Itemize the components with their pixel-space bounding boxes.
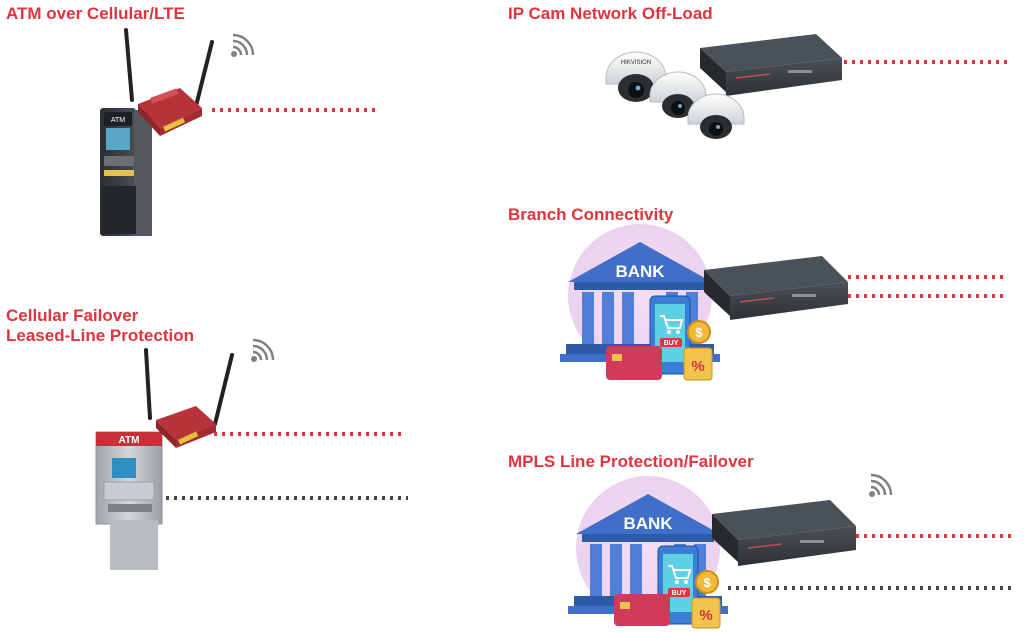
discount-tag-2: [691, 597, 721, 629]
dome-camera-2: [649, 71, 707, 118]
title-ip-cam-offload: IP Cam Network Off-Load: [508, 4, 713, 23]
title-line-2: Leased-Line Protection: [6, 326, 194, 345]
shopping-cart-icon: [668, 565, 692, 584]
bank-sign: BANK: [615, 262, 665, 281]
antenna-left: [124, 28, 134, 102]
title-line-1: Cellular Failover: [6, 306, 139, 325]
antenna-right: [194, 40, 214, 108]
credit-card-2: [614, 594, 670, 626]
discount-tag-1: [683, 347, 713, 381]
title-branch-connectivity: Branch Connectivity: [508, 205, 674, 224]
wifi-signal-icon: [869, 473, 893, 497]
percent-sign: %: [691, 358, 704, 375]
ipcam-scene: HIKVISION: [605, 34, 1010, 139]
atm-screen-label: ATM: [111, 117, 125, 124]
buy-tag: BUY: [672, 590, 687, 597]
title-atm-over-lte: ATM over Cellular/LTE: [6, 4, 185, 23]
antenna-left: [144, 348, 152, 420]
atm-sign-label: ATM: [119, 435, 140, 446]
atm-scene-lte: ATM: [100, 28, 378, 236]
coin-1: [687, 320, 711, 344]
atm-machine-dark: ATM: [100, 108, 152, 236]
card-chip: [612, 354, 622, 361]
credit-card-1: [606, 346, 662, 380]
lte-router-2: [144, 348, 234, 448]
title-cellular-failover: Cellular Failover Leased-Line Protection: [6, 306, 194, 346]
atm-scene-failover: ATM: [95, 338, 408, 570]
mpls-scene: BANK BUY $ %: [568, 473, 1012, 629]
lte-router-1: [124, 28, 214, 136]
branch-scene: BANK BUY $ %: [560, 224, 1008, 381]
coin-2: [695, 570, 719, 594]
dome-camera-3: [687, 93, 745, 139]
card-chip: [620, 602, 630, 609]
buy-tag: BUY: [664, 340, 679, 347]
camera-brand-label: HIKVISION: [621, 60, 651, 66]
shopping-cart-icon: [660, 315, 684, 334]
atm-machine-silver: ATM: [95, 431, 163, 570]
dollar-sign: $: [703, 575, 711, 590]
dollar-sign: $: [695, 325, 703, 340]
gateway-box-3: [712, 500, 856, 566]
title-mpls-protection: MPLS Line Protection/Failover: [508, 452, 754, 471]
gateway-box-1: [700, 34, 842, 96]
bank-sign: BANK: [623, 514, 673, 533]
wifi-signal-icon: [231, 33, 255, 57]
antenna-right: [213, 353, 234, 426]
gateway-box-2: [704, 256, 848, 320]
percent-sign: %: [699, 607, 712, 624]
wifi-signal-icon: [251, 338, 275, 362]
